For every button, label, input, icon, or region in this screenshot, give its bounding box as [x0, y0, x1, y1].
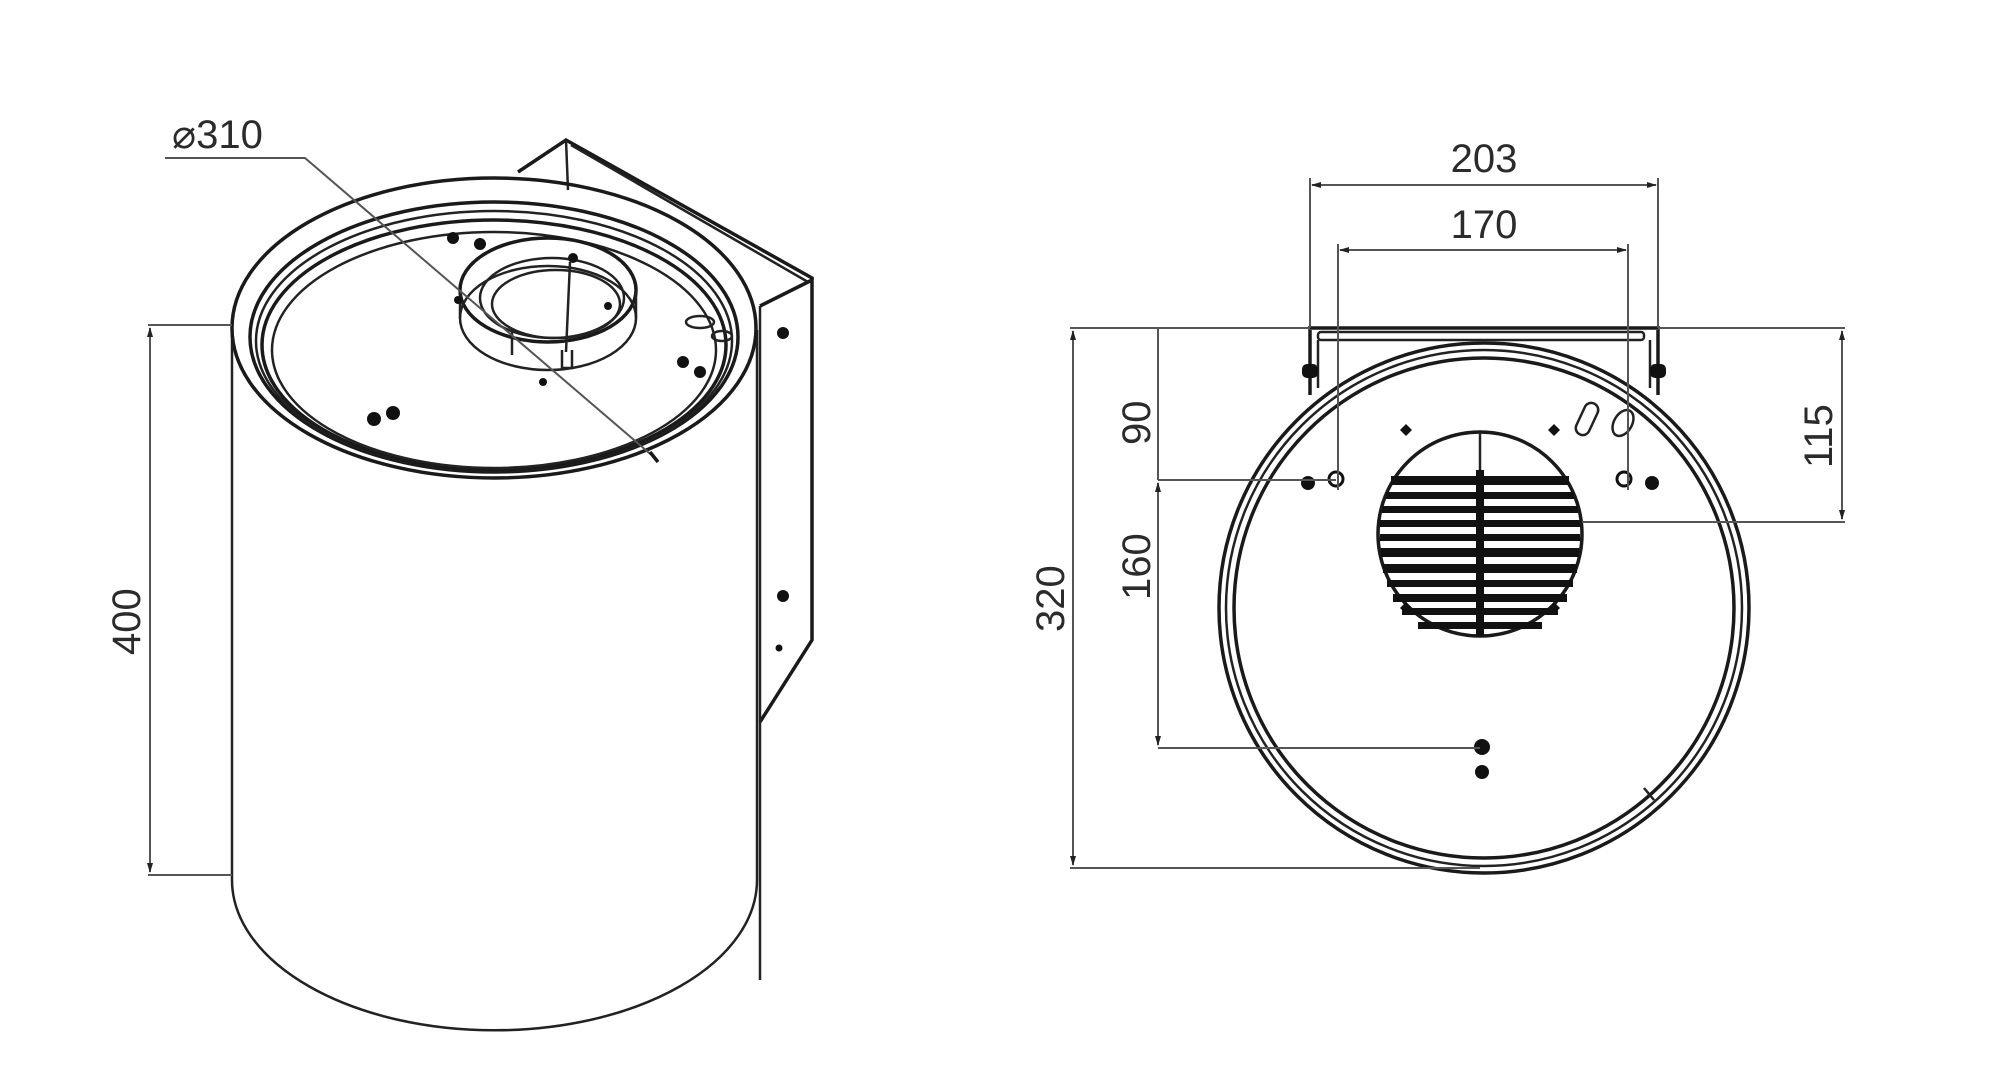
dimension-top-to-fan: 115: [1582, 327, 1845, 523]
isometric-view: ⌀310 400: [105, 113, 814, 1032]
base-fixing-holes: [367, 232, 734, 426]
height-label: 400: [105, 588, 149, 655]
top-to-fan-label: 115: [1797, 404, 1841, 468]
dimension-bracket-outer: 203: [1309, 137, 1659, 328]
bracket-inner-width-label: 170: [1451, 203, 1518, 247]
grille-bars: [1380, 470, 1580, 636]
grille-screws: [1400, 424, 1560, 614]
front-bracket: [1302, 326, 1666, 395]
housing-rings: [1217, 341, 1751, 875]
bracket-outer-width-label: 203: [1451, 137, 1518, 181]
overall-depth-label: 320: [1029, 565, 1073, 632]
dimension-holes-spacing: 160: [1115, 482, 1480, 749]
dimension-top-to-holes: 90: [1115, 328, 1336, 481]
holes-spacing-label: 160: [1115, 533, 1159, 600]
dimension-overall-depth: 320: [1029, 327, 1480, 869]
diameter-label: ⌀310: [172, 113, 263, 157]
dimension-bracket-inner: 170: [1337, 203, 1629, 490]
dimension-diameter: ⌀310: [165, 113, 660, 464]
top-to-holes-label: 90: [1115, 401, 1159, 446]
fan-grille: [1376, 424, 1584, 638]
dimension-height: 400: [105, 324, 232, 876]
cylinder-body: [230, 176, 759, 1032]
wall-bracket: [517, 137, 814, 980]
front-view: 203 170 320 90 160: [1029, 137, 1845, 875]
